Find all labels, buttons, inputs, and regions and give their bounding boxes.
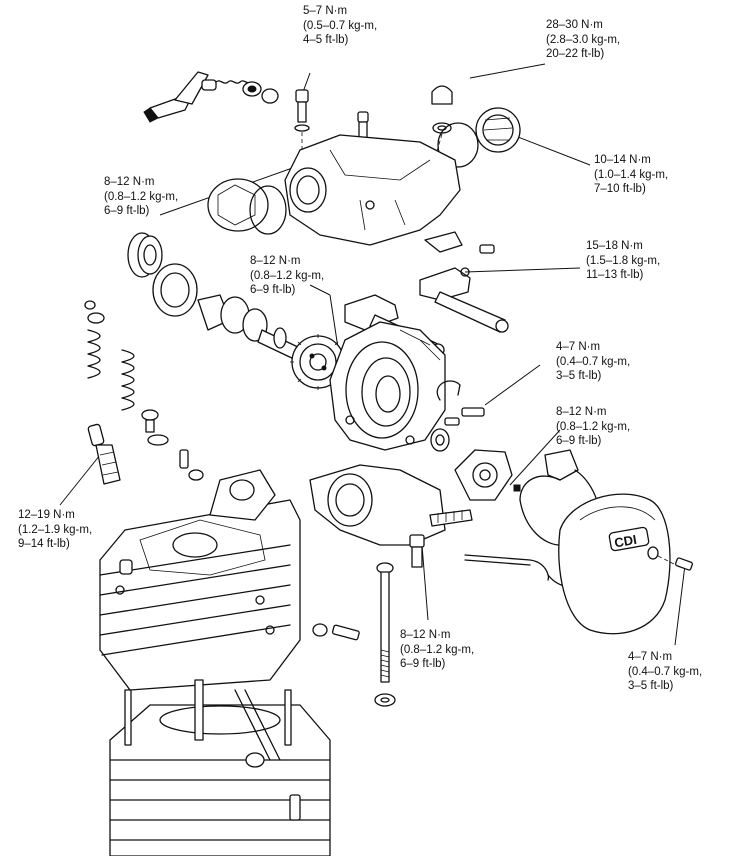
torque-label-holder-bolt: 4–7 N·m (0.4–0.7 kg-m, 3–5 ft-lb): [556, 340, 630, 384]
torque-kgm: (1.2–1.9 kg-m,: [18, 523, 93, 536]
torque-kgm: (0.4–0.7 kg-m,: [628, 665, 703, 678]
torque-ftlb: 6–9 ft-lb): [400, 658, 446, 670]
torque-ftlb: 11–13 ft-lb): [586, 269, 644, 281]
cdi-cover-label: CDI: [613, 532, 638, 551]
torque-nm: 15–18 N·m: [586, 240, 643, 252]
torque-kgm: (2.8–3.0 kg-m,: [546, 33, 621, 46]
long-stud-part: [374, 562, 396, 707]
torque-kgm: (0.5–0.7 kg-m,: [303, 19, 378, 32]
torque-ftlb: 6–9 ft-lb): [250, 284, 296, 296]
torque-kgm: (0.8–1.2 kg-m,: [556, 420, 631, 433]
torque-label-spark-plug: 12–19 N·m (1.2–1.9 kg-m, 9–14 ft-lb): [18, 508, 92, 552]
cam-sprocket-part: [290, 334, 346, 390]
torque-nm: 5–7 N·m: [303, 5, 348, 17]
cdi-cover-part: CDI: [558, 493, 693, 635]
torque-label-intake-bolt: 8–12 N·m (0.8–1.2 kg-m, 6–9 ft-lb): [400, 628, 474, 672]
spark-plug-part: [87, 423, 121, 485]
side-bolt-part: [312, 623, 360, 641]
inspection-cap-part: [437, 107, 521, 168]
torque-ftlb: 6–9 ft-lb): [556, 435, 602, 447]
torque-nm: 8–12 N·m: [104, 176, 155, 188]
torque-kgm: (0.8–1.2 kg-m,: [104, 190, 179, 203]
torque-label-cdi-cover-bolt: 4–7 N·m (0.4–0.7 kg-m, 3–5 ft-lb): [628, 650, 702, 694]
torque-nm: 28–30 N·m: [546, 19, 603, 31]
cylinder-head-cover: [284, 134, 461, 246]
torque-ftlb: 9–14 ft-lb): [18, 538, 70, 550]
bearing-seal-part: [127, 232, 198, 317]
torque-kgm: (1.5–1.8 kg-m,: [586, 254, 661, 267]
cylinder-head: [99, 469, 301, 691]
torque-ftlb: 20–22 ft-lb): [546, 48, 605, 60]
torque-nm: 8–12 N·m: [250, 255, 301, 267]
torque-label-cap-nut: 28–30 N·m (2.8–3.0 kg-m, 20–22 ft-lb): [546, 18, 620, 62]
left-cap-part: [207, 178, 287, 235]
torque-ftlb: 3–5 ft-lb): [628, 680, 674, 692]
small-bolt-bracket: [424, 231, 495, 254]
cylinder-block-part: [109, 679, 331, 856]
pulser-rotor-part: [430, 428, 521, 501]
torque-kgm: (0.4–0.7 kg-m,: [556, 355, 631, 368]
torque-kgm: (0.8–1.2 kg-m,: [400, 643, 475, 656]
torque-ftlb: 6–9 ft-lb): [104, 205, 150, 217]
torque-nm: 12–19 N·m: [18, 509, 75, 521]
valve-springs-part: [84, 300, 204, 481]
torque-label-cam-cover-bolt-left: 8–12 N·m (0.8–1.2 kg-m, 6–9 ft-lb): [104, 175, 178, 219]
torque-kgm: (1.0–1.4 kg-m,: [594, 168, 669, 181]
torque-label-cam-cover-bolt-top: 5–7 N·m (0.5–0.7 kg-m, 4–5 ft-lb): [303, 4, 377, 48]
spring-clip-bolt: [436, 380, 485, 426]
torque-kgm: (0.8–1.2 kg-m,: [250, 269, 325, 282]
torque-nm: 10–14 N·m: [594, 154, 651, 166]
intake-pipe-part: [309, 464, 473, 546]
torque-ftlb: 7–10 ft-lb): [594, 183, 646, 195]
torque-ftlb: 3–5 ft-lb): [556, 370, 602, 382]
torque-label-cam-sprocket-bolt: 8–12 N·m (0.8–1.2 kg-m, 6–9 ft-lb): [250, 254, 324, 298]
torque-nm: 8–12 N·m: [400, 629, 451, 641]
torque-label-pulser-bolt: 8–12 N·m (0.8–1.2 kg-m, 6–9 ft-lb): [556, 405, 630, 449]
torque-nm: 8–12 N·m: [556, 406, 607, 418]
torque-nm: 4–7 N·m: [628, 651, 673, 663]
camshaft-part: [197, 294, 301, 361]
cam-holder-housing: [329, 321, 446, 451]
torque-label-rocker-arm: 15–18 N·m (1.5–1.8 kg-m, 11–13 ft-lb): [586, 239, 660, 283]
torque-label-inspection-cap: 10–14 N·m (1.0–1.4 kg-m, 7–10 ft-lb): [594, 153, 668, 197]
decompressor-lever-part: [143, 71, 279, 123]
intake-bolt-part: [409, 534, 425, 568]
torque-nm: 4–7 N·m: [556, 341, 601, 353]
torque-ftlb: 4–5 ft-lb): [303, 34, 349, 46]
